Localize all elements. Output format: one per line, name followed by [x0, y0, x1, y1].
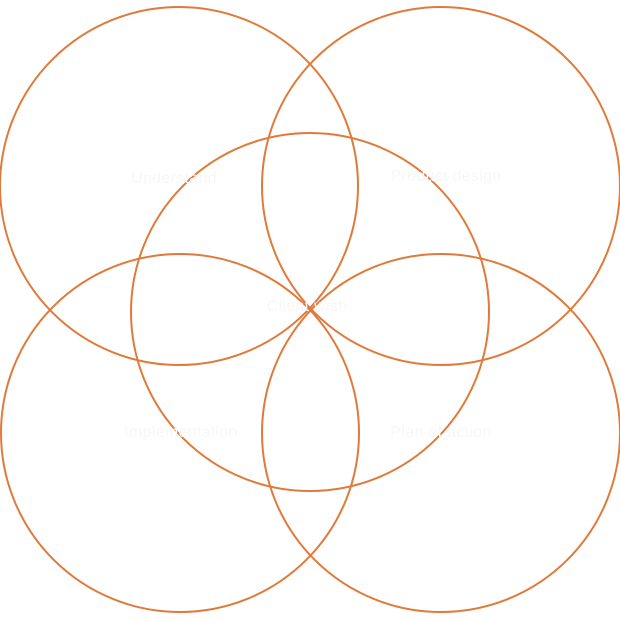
circle-top-right — [261, 6, 620, 366]
circle-bottom-left — [0, 253, 360, 613]
label-top-left: Understand — [131, 170, 217, 187]
circle-center — [130, 132, 490, 492]
label-bottom-left: Implementation — [124, 424, 238, 441]
label-top-right: Product design — [391, 168, 502, 185]
label-bottom-right: Plan of action — [390, 424, 491, 441]
circle-top-left — [0, 6, 359, 366]
label-center: Client wish — [267, 298, 348, 315]
circle-bottom-right — [261, 253, 620, 613]
